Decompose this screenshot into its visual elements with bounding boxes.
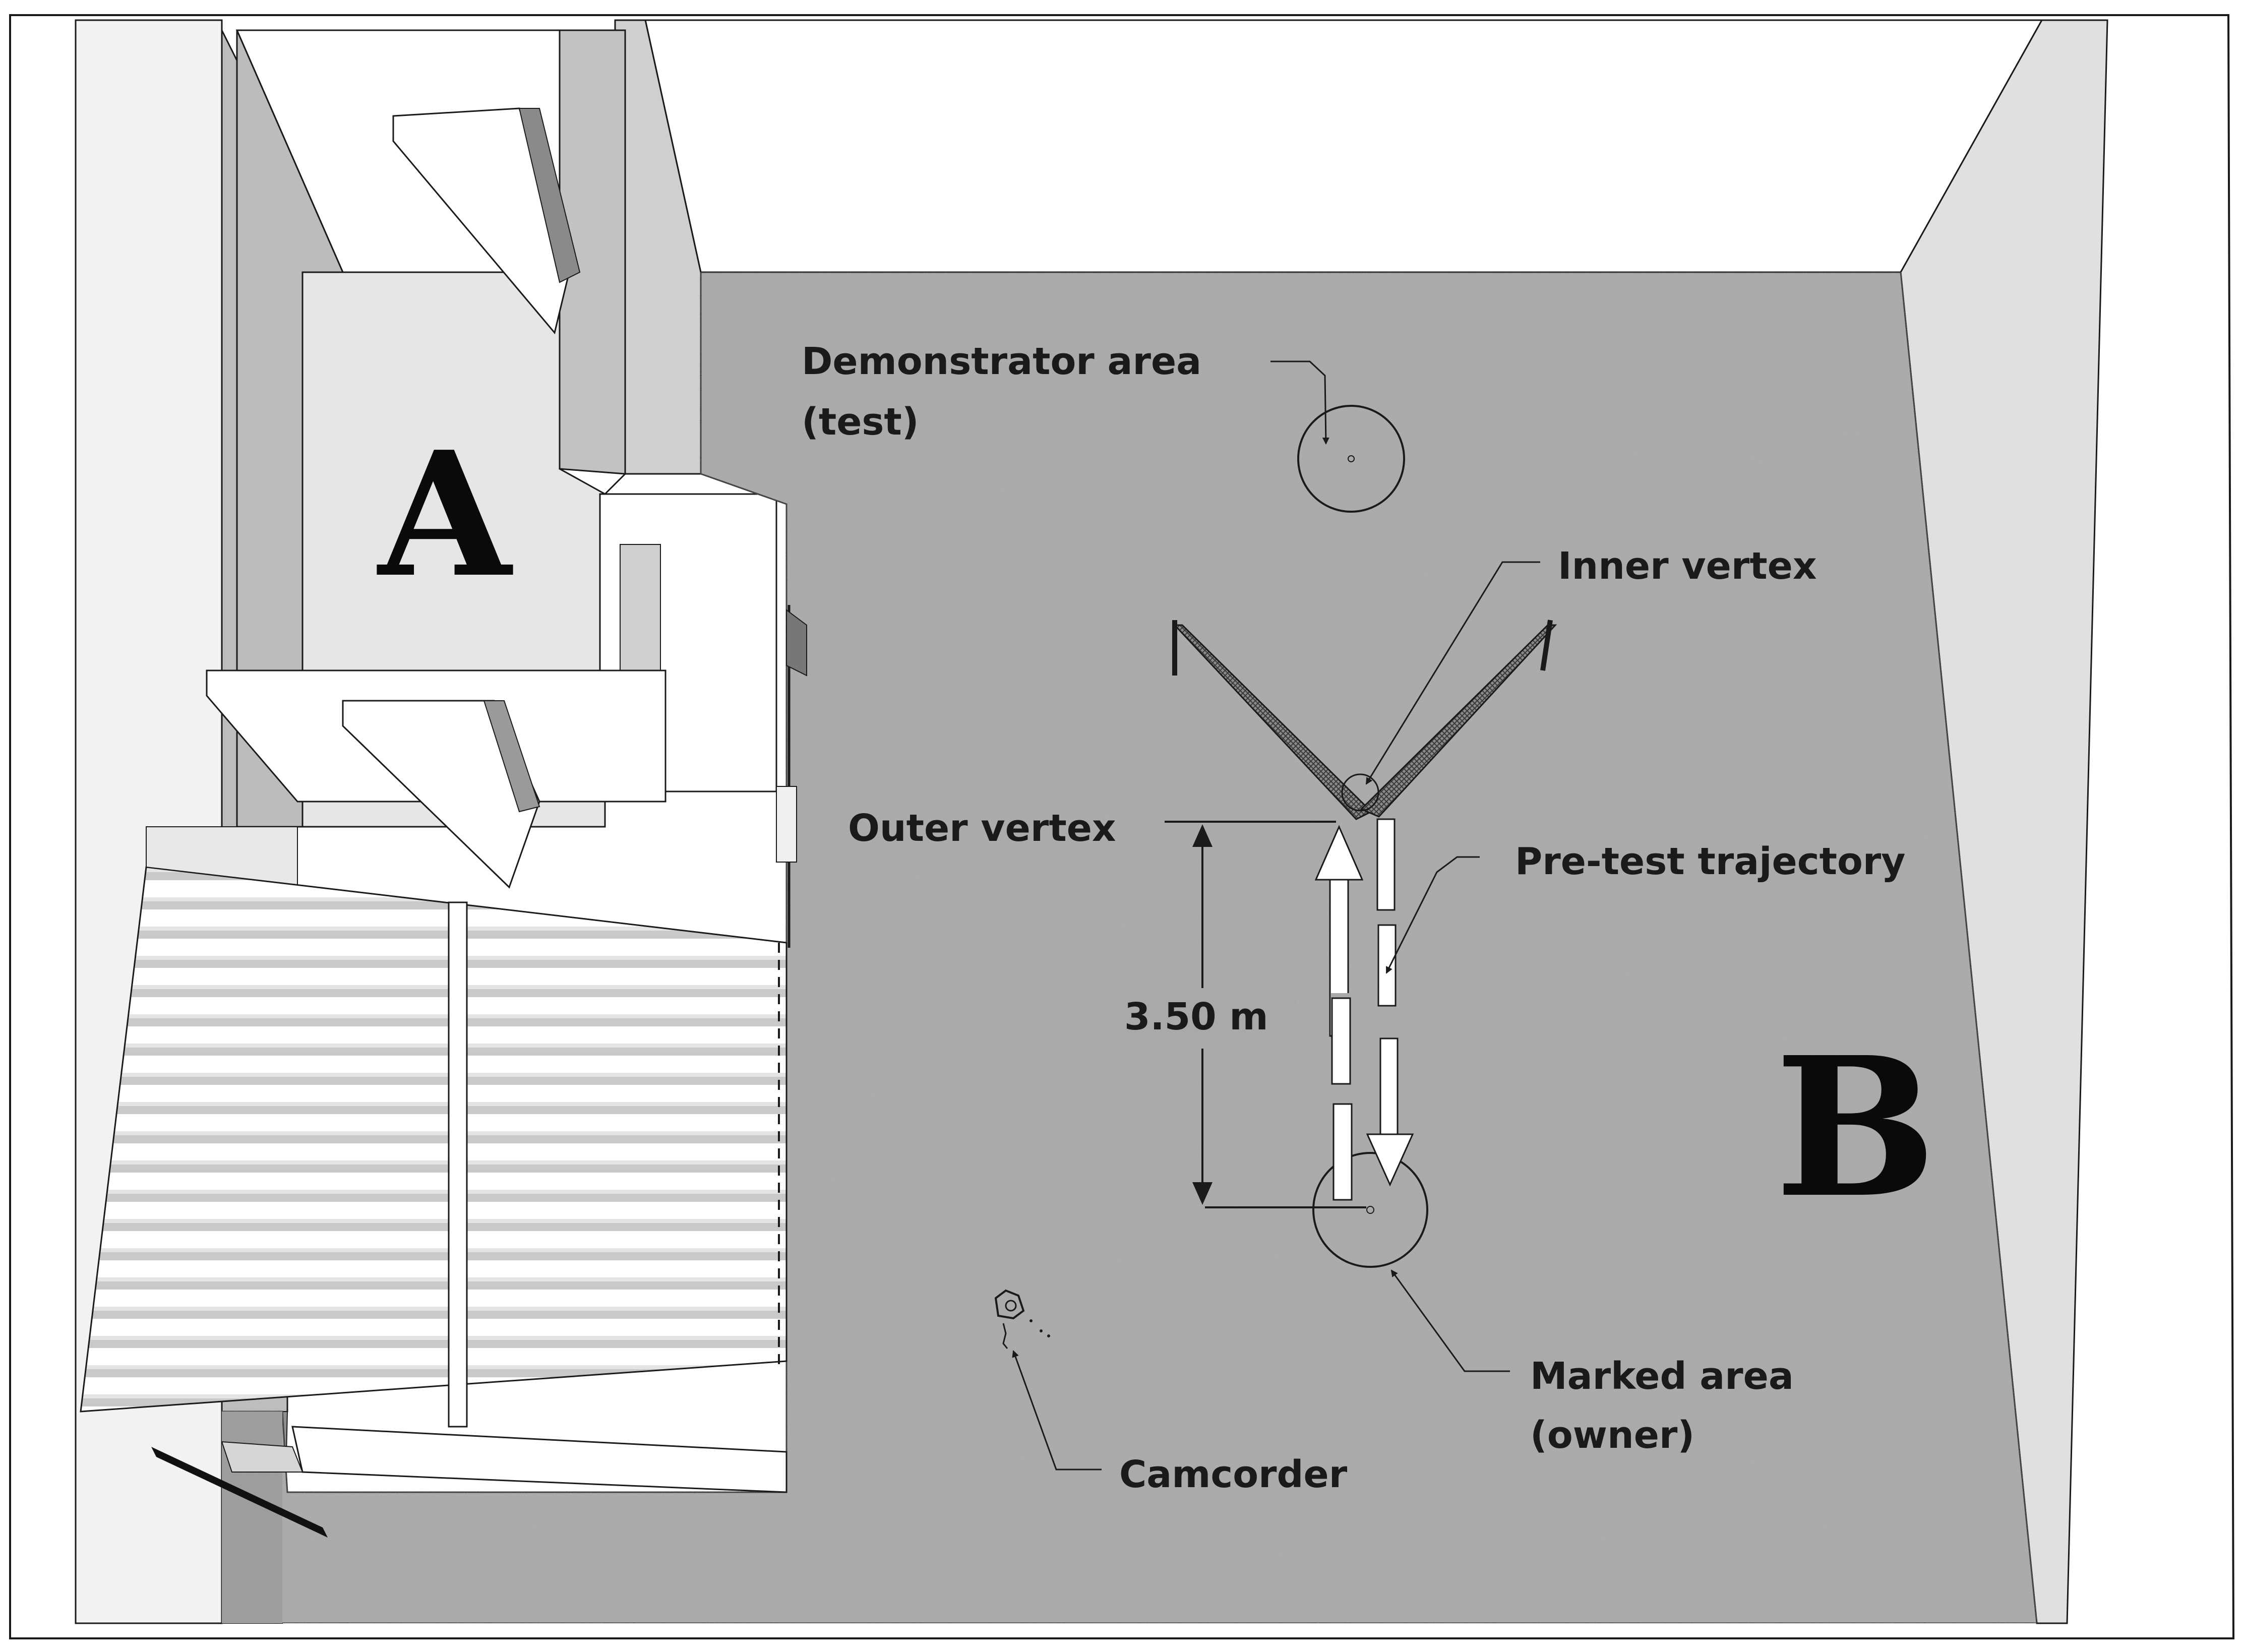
door-lower	[342, 700, 540, 889]
v-barrier	[1172, 620, 1557, 820]
camcorder-icon	[994, 1289, 1050, 1349]
pretest-trajectory-label: Pre-test trajectory	[1515, 840, 1906, 883]
distance-dimension	[1109, 821, 1366, 1208]
camcorder-label: Camcorder	[1119, 1453, 1348, 1496]
door-upper	[392, 107, 573, 335]
outer-vertex-label: Outer vertex	[848, 807, 1116, 850]
room-a-letter: A	[376, 414, 515, 616]
trajectory-down-arrow	[1366, 818, 1414, 1187]
room-a	[206, 29, 777, 889]
ramp-partition	[80, 605, 807, 1493]
demonstrator-area-label: Demonstrator area	[802, 340, 1201, 383]
inner-vertex-label: Inner vertex	[1558, 544, 1817, 588]
room-b-letter: B	[1775, 1015, 1936, 1240]
fallen-board	[151, 1447, 328, 1538]
leader-lines	[1012, 360, 1540, 1471]
demonstrator-area-sublabel: (test)	[802, 400, 919, 444]
demonstrator-area-marker	[1297, 405, 1405, 513]
distance-label: 3.50 m	[1124, 995, 1268, 1038]
trajectory-up-arrow	[1314, 825, 1364, 1201]
marked-area-label: Marked area	[1530, 1355, 1794, 1398]
marked-area-marker	[1312, 1152, 1428, 1268]
marked-area-sublabel: (owner)	[1530, 1414, 1694, 1457]
